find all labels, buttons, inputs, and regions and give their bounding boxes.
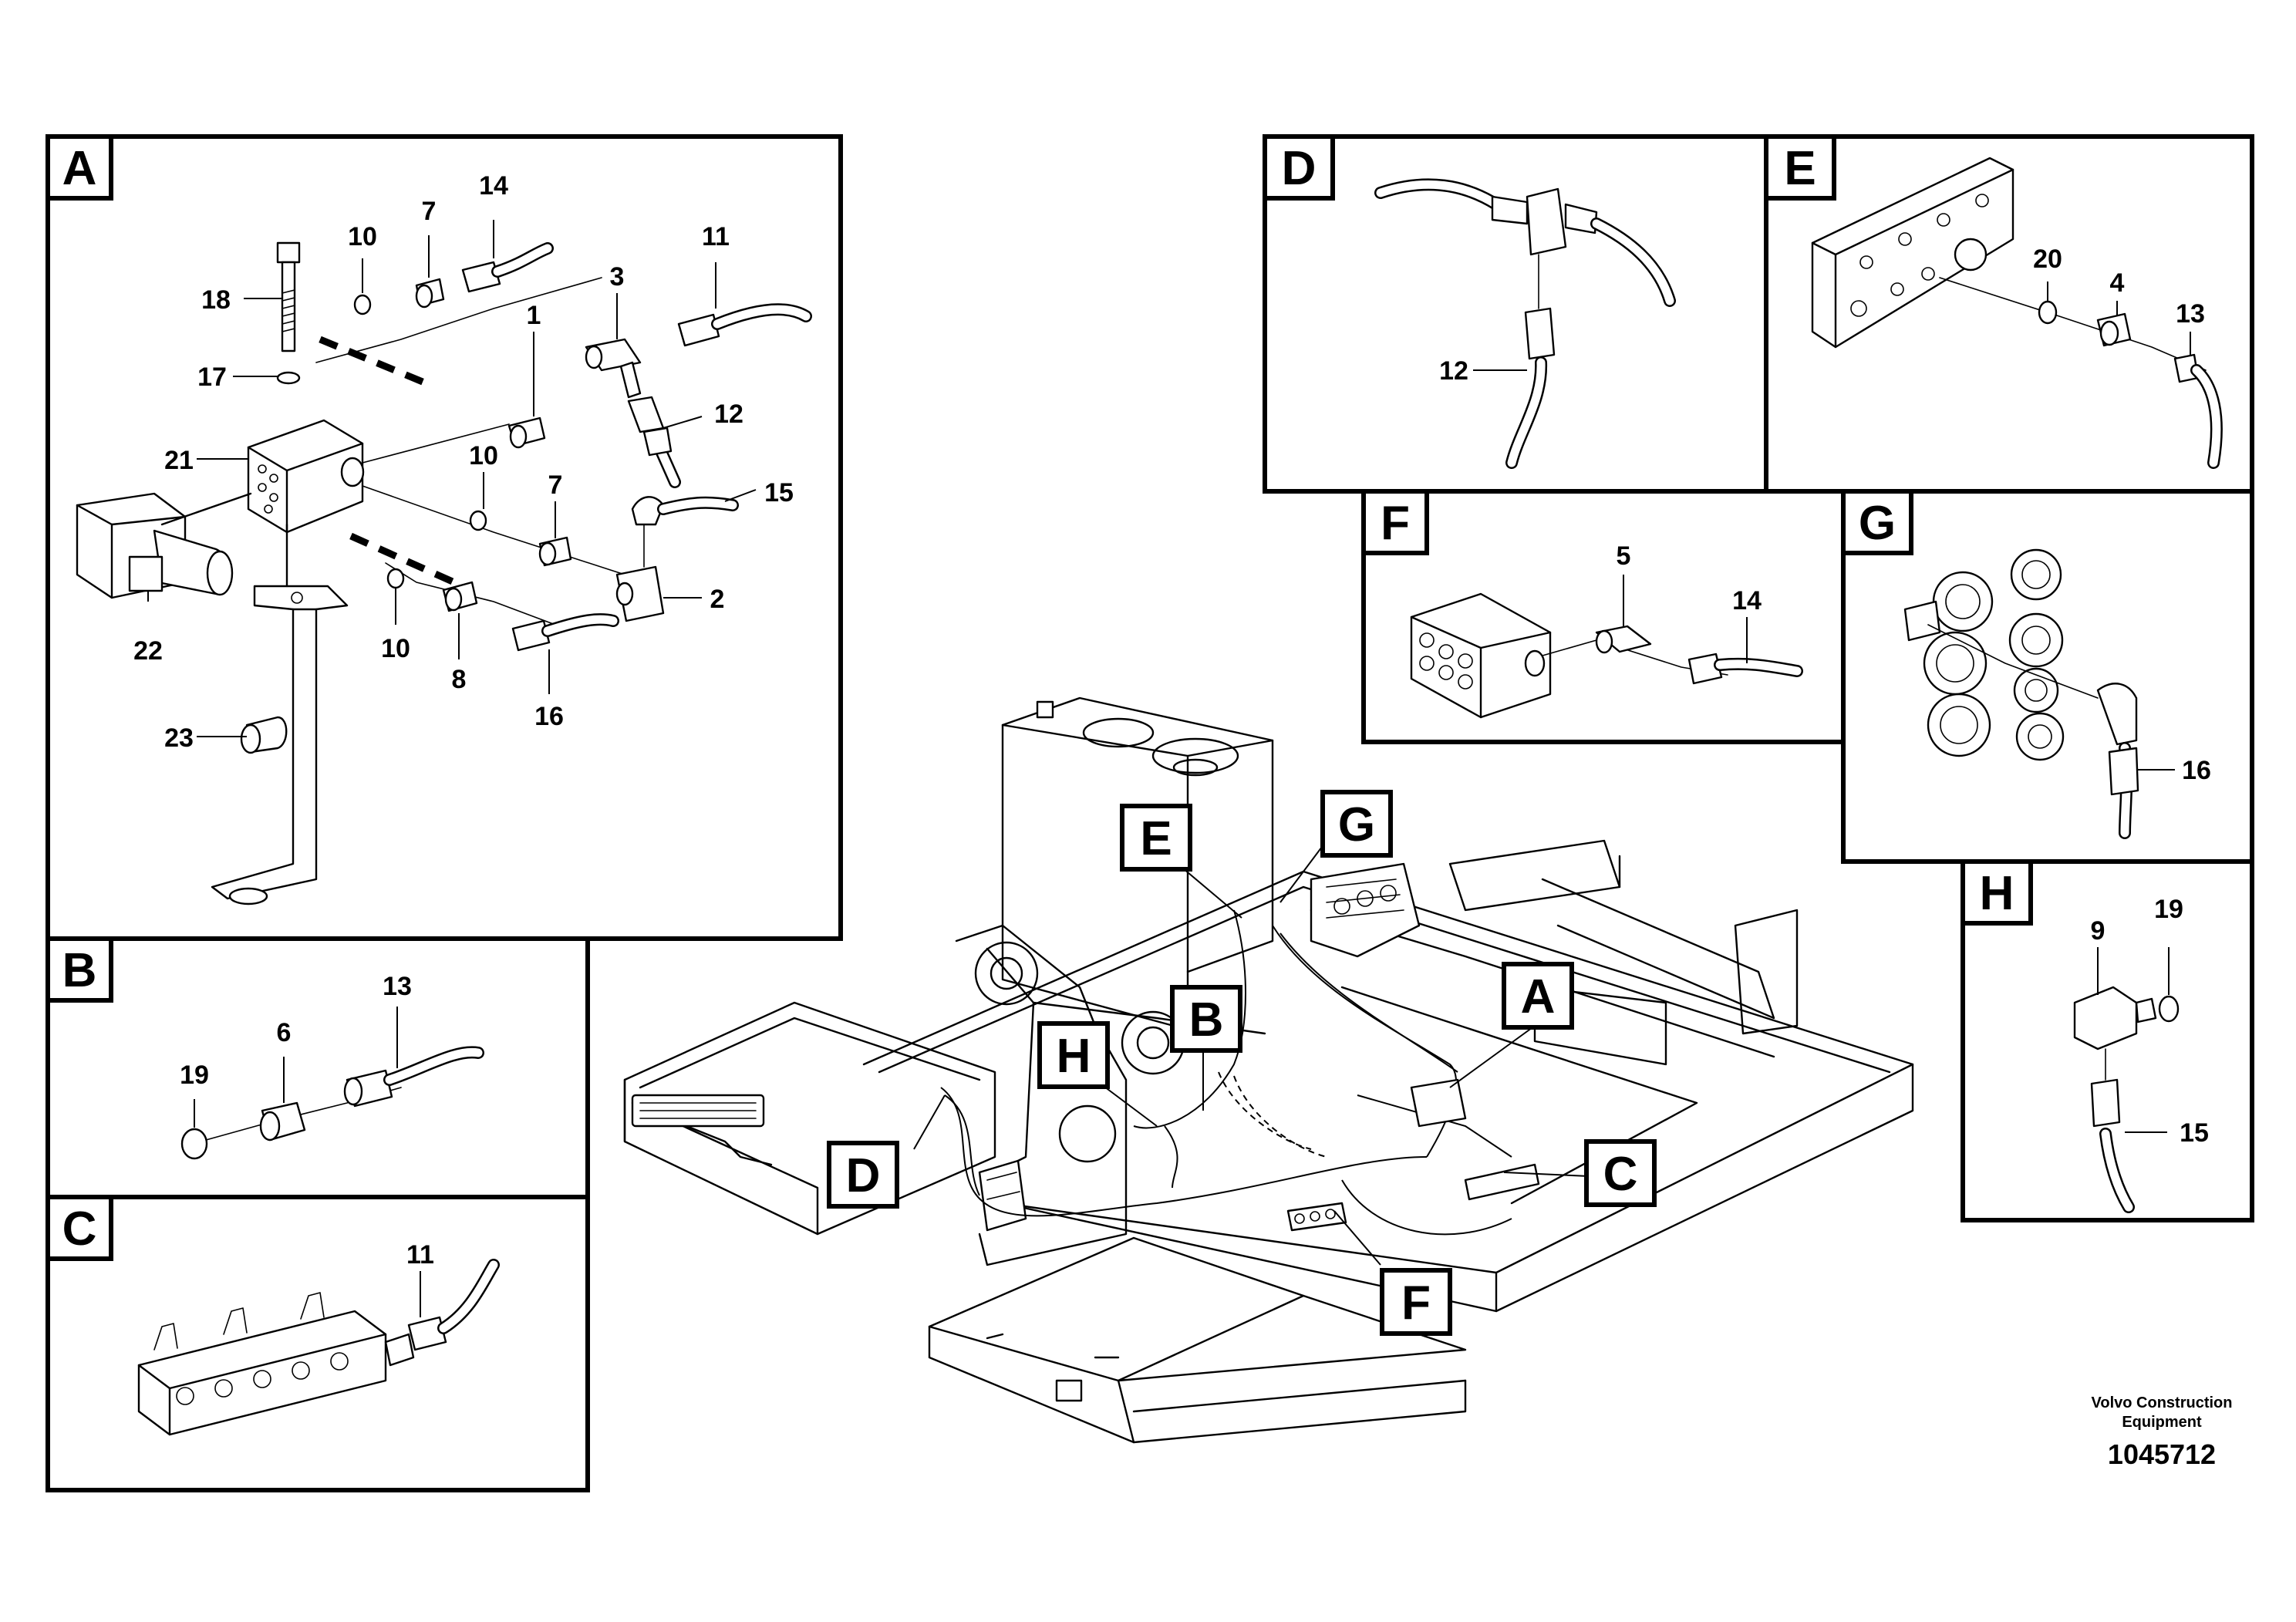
callout-10b: 10 — [469, 441, 498, 470]
callout-16: 16 — [2182, 756, 2211, 785]
marker-D: D — [827, 1141, 899, 1209]
callout-7: 7 — [422, 197, 437, 226]
callout-11: 11 — [406, 1240, 434, 1270]
callout-7b: 7 — [548, 470, 563, 500]
callout-20: 20 — [2033, 244, 2062, 274]
callout-14: 14 — [479, 171, 508, 201]
panel-B-letter: B — [62, 944, 97, 997]
panel-F: F 5 14 — [1361, 489, 1846, 744]
panel-A: A — [46, 134, 843, 941]
svg-text:D: D — [846, 1149, 881, 1202]
credit-line2: Equipment — [2122, 1414, 2202, 1431]
callout-10: 10 — [348, 222, 377, 251]
callout-4: 4 — [2110, 268, 2125, 298]
credit-line1: Volvo Construction — [2092, 1394, 2233, 1411]
callout-23: 23 — [164, 723, 194, 753]
panel-E-letter: E — [1784, 142, 1816, 195]
panel-H-letter: H — [1980, 867, 2014, 920]
marker-H: H — [1037, 1021, 1110, 1089]
svg-text:A: A — [1521, 970, 1556, 1023]
marker-F: F — [1380, 1268, 1452, 1336]
marker-C: C — [1584, 1139, 1657, 1207]
callout-12: 12 — [1439, 356, 1468, 386]
callout-9: 9 — [2091, 916, 2106, 946]
callout-13: 13 — [383, 972, 412, 1001]
panel-G-letter: G — [1859, 497, 1896, 550]
marker-A: A — [1502, 962, 1574, 1030]
panel-D: D 12 — [1263, 134, 1768, 494]
svg-text:F: F — [1401, 1276, 1431, 1330]
panel-C: C 11 — [46, 1195, 590, 1492]
panel-F-letter: F — [1381, 497, 1410, 550]
main-view-markers: E G B A H D C F — [827, 790, 1657, 1336]
main-machine-view — [623, 696, 1914, 1444]
callout-2: 2 — [710, 585, 725, 614]
marker-B: B — [1170, 985, 1242, 1053]
callout-19: 19 — [2154, 895, 2183, 924]
callout-15: 15 — [2180, 1118, 2209, 1148]
callout-8: 8 — [452, 665, 467, 694]
callout-3: 3 — [610, 262, 625, 292]
callout-18: 18 — [201, 285, 231, 315]
panel-B: B 19 6 13 — [46, 936, 590, 1199]
callout-10c: 10 — [381, 634, 410, 663]
svg-text:G: G — [1338, 798, 1375, 851]
panel-E: E 20 4 13 — [1764, 134, 2254, 494]
svg-text:E: E — [1140, 812, 1172, 865]
svg-text:B: B — [1189, 993, 1224, 1047]
panel-A-letter: A — [62, 142, 97, 195]
callout-21: 21 — [164, 446, 194, 475]
footer: Volvo Construction Equipment 1045712 — [2092, 1394, 2233, 1470]
callout-16: 16 — [534, 702, 564, 731]
callout-19: 19 — [180, 1061, 209, 1090]
callout-17: 17 — [197, 363, 227, 392]
callout-14: 14 — [1732, 586, 1762, 615]
callout-15: 15 — [764, 478, 794, 508]
panel-G: G 16 — [1841, 489, 2254, 864]
callout-12: 12 — [714, 400, 743, 429]
callout-22: 22 — [133, 636, 163, 666]
callout-5: 5 — [1617, 541, 1631, 571]
panel-H: H 9 19 15 — [1961, 859, 2254, 1222]
callout-13: 13 — [2176, 299, 2205, 329]
document-id: 1045712 — [2108, 1438, 2216, 1470]
panel-C-letter: C — [62, 1202, 97, 1256]
callout-11: 11 — [702, 222, 730, 251]
callout-1: 1 — [527, 301, 541, 330]
marker-E: E — [1120, 804, 1192, 872]
marker-G: G — [1320, 790, 1393, 858]
callout-6: 6 — [277, 1018, 292, 1047]
svg-text:C: C — [1603, 1148, 1638, 1201]
panel-D-letter: D — [1282, 142, 1317, 195]
svg-text:H: H — [1057, 1030, 1091, 1083]
